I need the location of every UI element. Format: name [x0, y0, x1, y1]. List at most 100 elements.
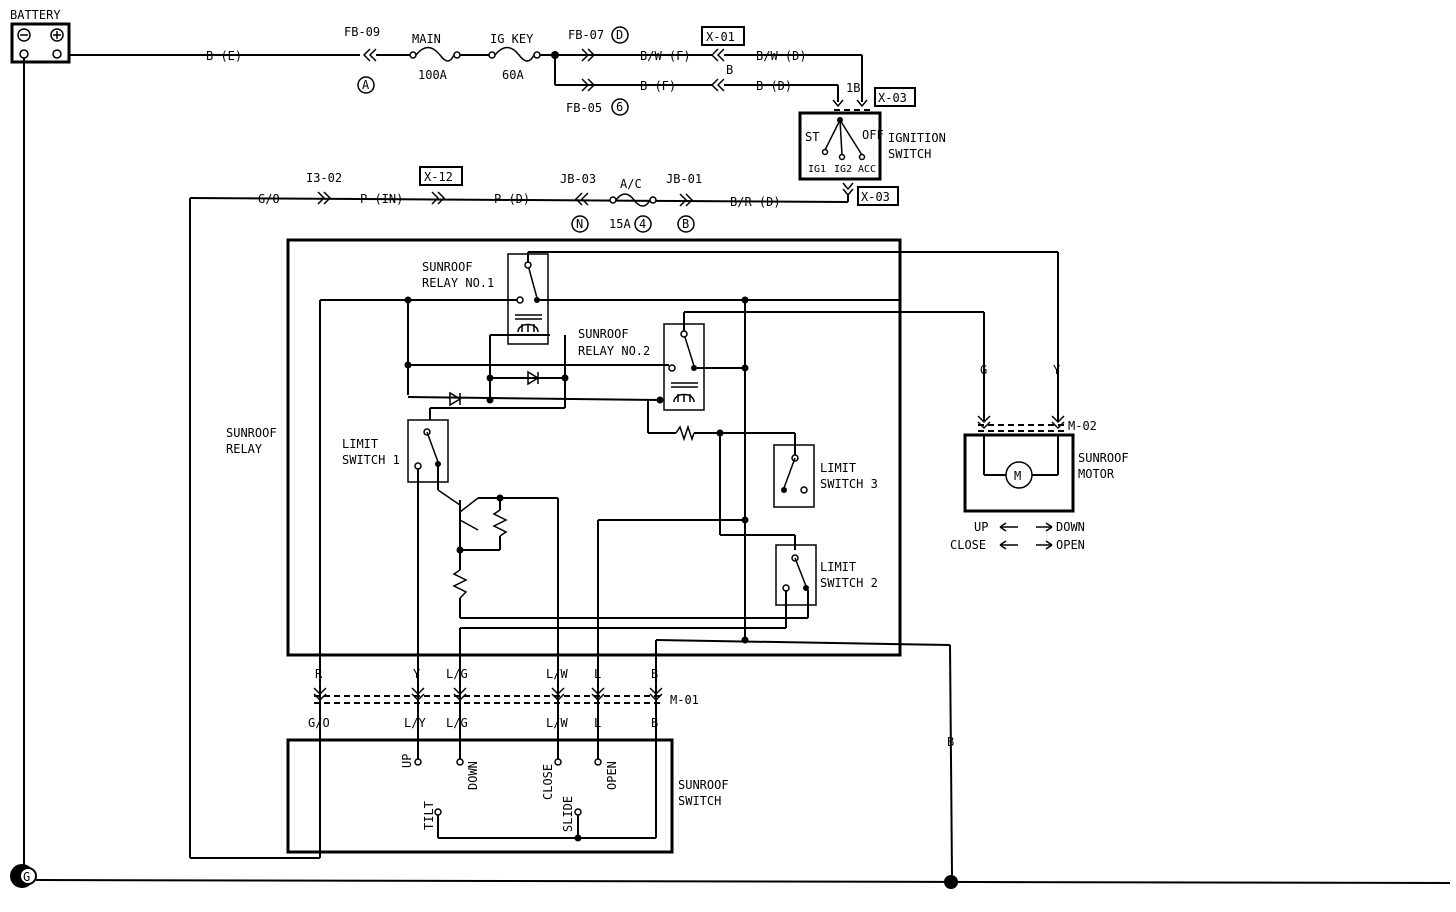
switch-close: CLOSE [541, 764, 555, 800]
motor-open: OPEN [1056, 538, 1085, 552]
relay1-label-1: SUNROOF [422, 260, 473, 274]
motor-close: CLOSE [950, 538, 986, 552]
battery-positive-icon [50, 28, 64, 42]
limit-switch-3-label-2: SWITCH 3 [820, 477, 878, 491]
wire-b-ground: B [947, 735, 954, 749]
sunroof-relay-no2 [663, 323, 705, 411]
limit-switch-1-label-1: LIMIT [342, 437, 378, 451]
circle-b: B [682, 217, 689, 231]
motor-symbol: M [1014, 469, 1021, 483]
limit-switch-1 [407, 419, 449, 483]
ignition-ig1: IG1 [808, 164, 826, 175]
fuse-ac: A/C [620, 177, 642, 191]
sunroof-motor [963, 433, 1075, 513]
switch-pin-ly: L/Y [404, 716, 426, 730]
sunroof-relay-label-1: SUNROOF [226, 426, 277, 440]
wire-pd: P (D) [494, 192, 530, 206]
connector-x01-pin: B [726, 63, 733, 77]
battery-label: BATTERY [10, 8, 61, 22]
connector-fb09: FB-09 [344, 25, 380, 39]
wire-pin: P (IN) [360, 192, 403, 206]
fuse-igkey: IG KEY [490, 32, 534, 46]
fuse-igkey-rating: 60A [502, 68, 524, 82]
relay2-label-2: RELAY NO.2 [578, 344, 650, 358]
limit-switch-1-label-2: SWITCH 1 [342, 453, 400, 467]
connector-x03b: X-03 [861, 190, 890, 204]
relay-pin-b: B [651, 667, 658, 681]
ground-junction [944, 875, 958, 889]
ignition-ig2: IG2 [834, 164, 852, 175]
fuse-ac-rating: 15A [609, 217, 631, 231]
ignition-label-1: IGNITION [888, 131, 946, 145]
fuse-main: MAIN [412, 32, 441, 46]
connector-x12: X-12 [424, 170, 453, 184]
limit-switch-2-label-2: SWITCH 2 [820, 576, 878, 590]
connector-jb03: JB-03 [560, 172, 596, 186]
connector-x03-pin: 1B [846, 81, 860, 95]
limit-switch-3 [773, 444, 815, 508]
connector-fb07: FB-07 [568, 28, 604, 42]
limit-switch-3-label-1: LIMIT [820, 461, 856, 475]
relay-pin-y: Y [413, 667, 421, 681]
connector-m01-group: R Y L/G L/W L B M-01 G/O L/Y L/G L/W L B [308, 667, 699, 730]
switch-pin-l: L [594, 716, 601, 730]
circle-a: A [362, 78, 370, 92]
ground-bus [35, 879, 1451, 884]
switch-down: DOWN [466, 761, 480, 790]
connector-i302: I3-02 [306, 171, 342, 185]
sunroof-switch-label-1: SUNROOF [678, 778, 729, 792]
wire-go-top: G/O [258, 192, 280, 206]
sunroof-motor-label-1: SUNROOF [1078, 451, 1129, 465]
wire-g-motor: G [980, 363, 987, 377]
switch-slide: SLIDE [561, 796, 575, 832]
switch-up: UP [400, 754, 414, 768]
sunroof-switch [286, 738, 674, 854]
connector-fb05: FB-05 [566, 101, 602, 115]
wire-brd: B/R (D) [730, 195, 781, 209]
limit-switch-2-label-1: LIMIT [820, 560, 856, 574]
switch-pin-b: B [651, 716, 658, 730]
ignition-label-2: SWITCH [888, 147, 931, 161]
sunroof-relay-unit [286, 238, 902, 657]
battery-negative-icon [17, 28, 31, 42]
limit-switch-2 [775, 544, 817, 606]
motor-up: UP [974, 520, 988, 534]
connector-m01: M-01 [670, 693, 699, 707]
ignition-acc: ACC [858, 164, 876, 175]
switch-pin-lg: L/G [446, 716, 468, 730]
circle-d: D [616, 28, 623, 42]
battery: BATTERY [10, 8, 71, 64]
switch-pin-lw: L/W [546, 716, 568, 730]
fuse-main-rating: 100A [418, 68, 448, 82]
sunroof-relay-label-2: RELAY [226, 442, 263, 456]
relay-pin-lw: L/W [546, 667, 568, 681]
connector-x01: X-01 [706, 30, 735, 44]
ground-label: G [23, 870, 30, 884]
circle-four: 4 [639, 217, 646, 231]
switch-pin-go: G/O [308, 716, 330, 730]
relay-pin-l: L [594, 667, 601, 681]
relay-pin-lg: L/G [446, 667, 468, 681]
sunroof-motor-label-2: MOTOR [1078, 467, 1115, 481]
motor-down: DOWN [1056, 520, 1085, 534]
wire-bd: B (D) [756, 79, 792, 93]
relay1-label-2: RELAY NO.1 [422, 276, 494, 290]
wire-y-motor: Y [1053, 363, 1061, 377]
circle-n: N [576, 217, 583, 231]
ignition-off: OFF [862, 128, 884, 142]
wire-bwd: B/W (D) [756, 49, 807, 63]
relay-pin-r: R [315, 667, 323, 681]
wire-be: B (E) [206, 49, 242, 63]
relay2-label-1: SUNROOF [578, 327, 629, 341]
sunroof-switch-label-2: SWITCH [678, 794, 721, 808]
connector-m02: M-02 [1068, 419, 1097, 433]
ground-symbol: G [10, 864, 37, 888]
wire-bf: B (F) [640, 79, 676, 93]
wire-bwf: B/W (F) [640, 49, 691, 63]
connector-jb01: JB-01 [666, 172, 702, 186]
circle-six: 6 [616, 100, 623, 114]
switch-tilt: TILT [422, 801, 436, 830]
ignition-switch: ST OFF IG1 IG2 ACC [798, 111, 884, 181]
connector-x03a: X-03 [878, 91, 907, 105]
